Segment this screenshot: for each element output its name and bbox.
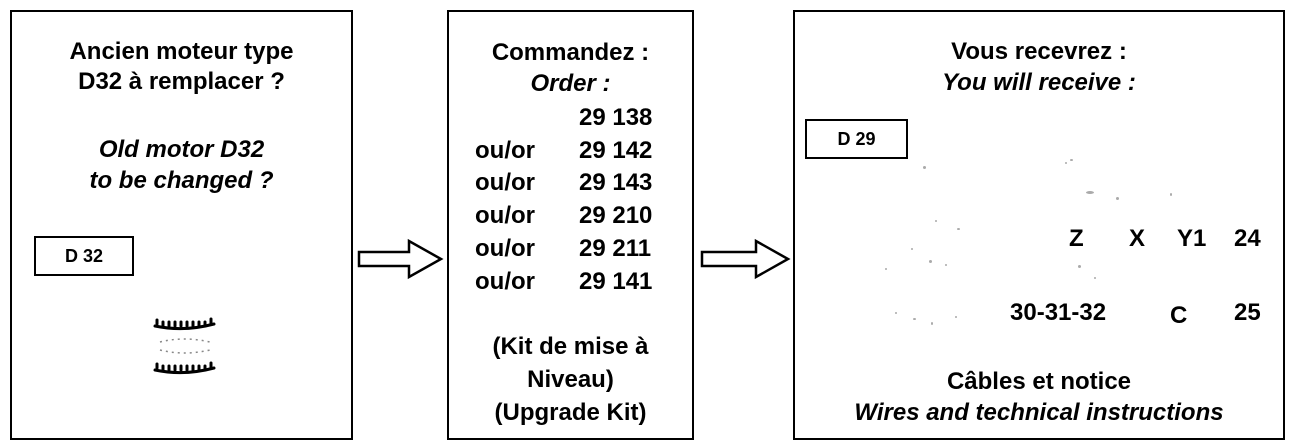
order-subtitle: Order : xyxy=(530,70,611,97)
kit-line1: (Kit de mise à xyxy=(492,333,649,360)
terminal-label: Z xyxy=(1069,225,1084,252)
list-item: ou/or 29 141 xyxy=(449,268,692,296)
old-motor-panel: Ancien moteur type D32 à remplacer ? Old… xyxy=(10,10,353,440)
list-item: ou/or 29 143 xyxy=(449,169,692,197)
receive-footer-line2: Wires and technical instructions xyxy=(854,399,1224,426)
order-list: 29 138 ou/or 29 142 ou/or 29 143 ou/or 2… xyxy=(449,104,692,304)
order-ref: 29 141 xyxy=(579,268,653,295)
connector-sketch-icon xyxy=(1050,157,1200,307)
order-ref: 29 142 xyxy=(579,137,653,164)
kit-line3: (Upgrade Kit) xyxy=(494,399,647,426)
old-motor-label: D 32 xyxy=(34,236,134,276)
order-prefix: ou/or xyxy=(475,169,535,196)
order-ref: 29 210 xyxy=(579,202,653,229)
coil-icon xyxy=(153,317,216,375)
order-ref: 29 143 xyxy=(579,169,653,196)
order-ref: 29 211 xyxy=(579,235,652,262)
list-item: ou/or 29 211 xyxy=(449,235,692,263)
list-item: ou/or 29 210 xyxy=(449,202,692,230)
order-ref: 29 138 xyxy=(579,104,653,131)
terminal-label: X xyxy=(1129,225,1146,252)
motor-sketch-icon xyxy=(855,152,1075,352)
terminal-label: 25 xyxy=(1234,299,1261,326)
old-motor-title-line1: Ancien moteur type xyxy=(69,38,294,65)
receive-title: Vous recevrez : xyxy=(951,38,1127,65)
list-item: ou/or 29 142 xyxy=(449,137,692,165)
arrow-right-icon xyxy=(700,238,791,280)
old-motor-title-line2: D32 à remplacer ? xyxy=(78,68,285,95)
order-prefix: ou/or xyxy=(475,202,535,229)
terminal-label: 24 xyxy=(1234,225,1261,252)
order-prefix: ou/or xyxy=(475,137,535,164)
old-motor-subtitle-line1: Old motor D32 xyxy=(98,136,265,163)
terminal-label: 30-31-32 xyxy=(1010,299,1107,326)
list-item: 29 138 xyxy=(449,104,692,132)
order-prefix: ou/or xyxy=(475,268,535,295)
receive-panel: Vous recevrez : You will receive : D 29 … xyxy=(793,10,1285,440)
order-prefix: ou/or xyxy=(475,235,535,262)
old-motor-subtitle-line2: to be changed ? xyxy=(89,167,274,194)
new-motor-label: D 29 xyxy=(805,119,908,159)
terminal-label: C xyxy=(1170,302,1188,329)
order-panel: Commandez : Order : 29 138 ou/or 29 142 … xyxy=(447,10,694,440)
kit-line2: Niveau) xyxy=(527,366,614,393)
receive-subtitle: You will receive : xyxy=(942,69,1136,96)
receive-footer-line1: Câbles et notice xyxy=(946,368,1132,395)
terminal-label: Y1 xyxy=(1177,225,1207,252)
arrow-right-icon xyxy=(357,238,444,280)
order-title: Commandez : xyxy=(491,39,650,66)
